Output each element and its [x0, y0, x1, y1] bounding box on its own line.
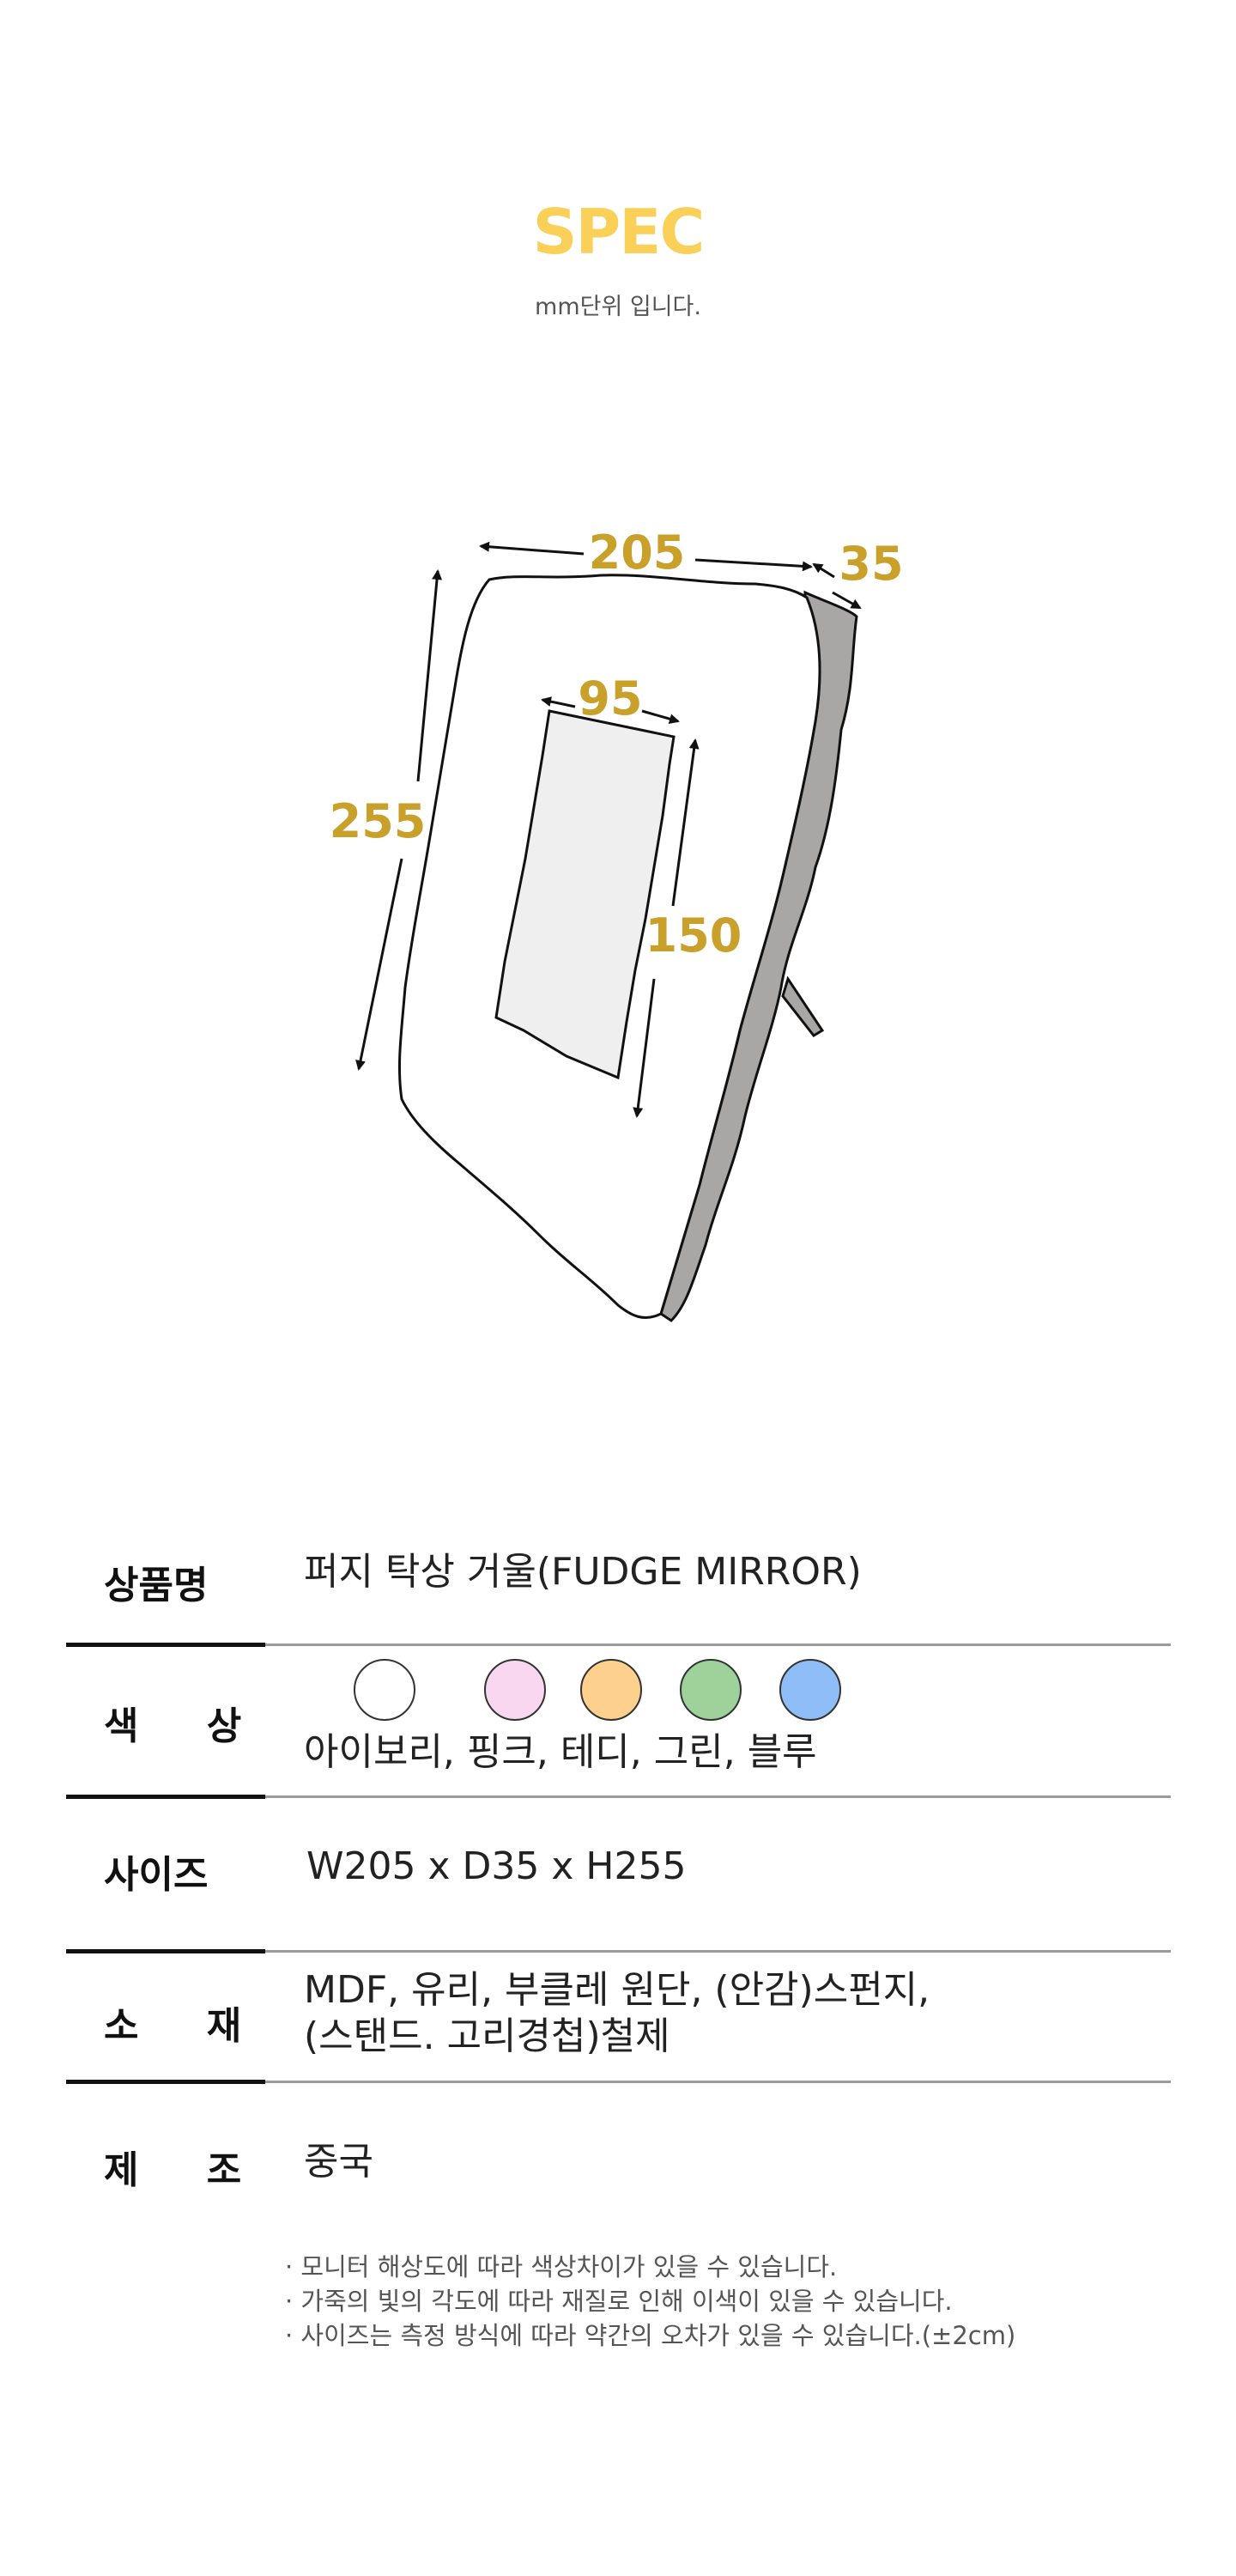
- row-value-materials-line2: (스탠드. 고리경첩)철제: [304, 2014, 670, 2058]
- row-value-colors: 아이보리, 핑크, 테디, 그린, 블루: [304, 1730, 817, 1774]
- width-arrow-left: [479, 541, 585, 556]
- swatch-blue[interactable]: [779, 1659, 841, 1721]
- divider: [265, 2081, 1171, 2083]
- row-value-product-name: 퍼지 탁상 거울(FUDGE MIRROR): [304, 1550, 862, 1594]
- notice-item: · 모니터 해상도에 따라 색상차이가 있을 수 있습니다.: [285, 2252, 838, 2281]
- depth-label: 35: [839, 537, 903, 591]
- mirror-width-arrow-right: [641, 709, 680, 725]
- notice-item: · 사이즈는 측정 방식에 따라 약간의 오차가 있을 수 있습니다.(±2cm…: [285, 2321, 1016, 2350]
- height-arrow-down: [355, 858, 403, 1071]
- height-arrow-up: [416, 569, 443, 782]
- height-label: 255: [330, 794, 427, 848]
- table-row-materials: 소 재 MDF, 유리, 부클레 원단, (안감)스펀지, (스탠드. 고리경첩…: [66, 1953, 1171, 2082]
- swatch-ivory[interactable]: [354, 1659, 415, 1721]
- spec-title: SPEC: [532, 196, 706, 268]
- swatch-green[interactable]: [680, 1659, 742, 1721]
- notice-item: · 가죽의 빛의 각도에 따라 재질로 인해 이색이 있을 수 있습니다.: [285, 2287, 953, 2316]
- mirror-height-arrow-up: [671, 738, 700, 907]
- divider: [265, 1950, 1171, 1953]
- table-row-product-name: 상품명 퍼지 탁상 거울(FUDGE MIRROR): [66, 1522, 1171, 1642]
- divider: [66, 1949, 265, 1953]
- row-label-materials: 소 재: [104, 2004, 270, 2048]
- depth-arrow-a: [832, 591, 862, 610]
- divider: [66, 1795, 265, 1799]
- mirror-height-label: 150: [645, 908, 742, 963]
- table-row-size: 사이즈 W205 x D35 x H255: [66, 1799, 1171, 1949]
- row-label-size: 사이즈: [104, 1853, 209, 1897]
- depth-arrow-b: [812, 562, 835, 579]
- color-swatches: [354, 1659, 903, 1724]
- table-row-origin: 제 조 중국: [66, 2084, 1171, 2221]
- row-label-product-name: 상품명: [104, 1564, 209, 1607]
- unit-subtitle: mm단위 입니다.: [535, 294, 701, 320]
- row-value-size: W205 x D35 x H255: [306, 1844, 687, 1888]
- divider: [66, 2080, 265, 2084]
- mirror-dimension-diagram: 205 35 255 95 150: [330, 526, 904, 1322]
- mirror-height-arrow-down: [633, 978, 656, 1118]
- divider: [265, 1795, 1171, 1798]
- swatch-teddy[interactable]: [580, 1659, 642, 1721]
- row-label-origin: 제 조: [104, 2148, 270, 2192]
- width-label: 205: [589, 526, 686, 580]
- mirror-width-label: 95: [578, 671, 642, 726]
- row-value-materials: MDF, 유리, 부클레 원단, (안감)스펀지,: [304, 1968, 930, 2012]
- swatch-pink[interactable]: [484, 1659, 546, 1721]
- stand-leg: [781, 975, 825, 1037]
- mirror-glass: [494, 709, 676, 1080]
- table-row-colors: 색 상 아이보리, 핑크, 테디, 그린, 블루: [66, 1647, 1171, 1793]
- mirror-width-arrow-left: [541, 696, 576, 708]
- row-label-colors: 색 상: [104, 1704, 270, 1748]
- width-arrow-right: [694, 558, 813, 572]
- row-value-origin: 중국: [304, 2140, 373, 2184]
- notice-list: · 모니터 해상도에 따라 색상차이가 있을 수 있습니다. · 가죽의 빛의 …: [285, 2250, 1015, 2353]
- divider: [265, 1643, 1171, 1646]
- divider: [66, 1643, 265, 1647]
